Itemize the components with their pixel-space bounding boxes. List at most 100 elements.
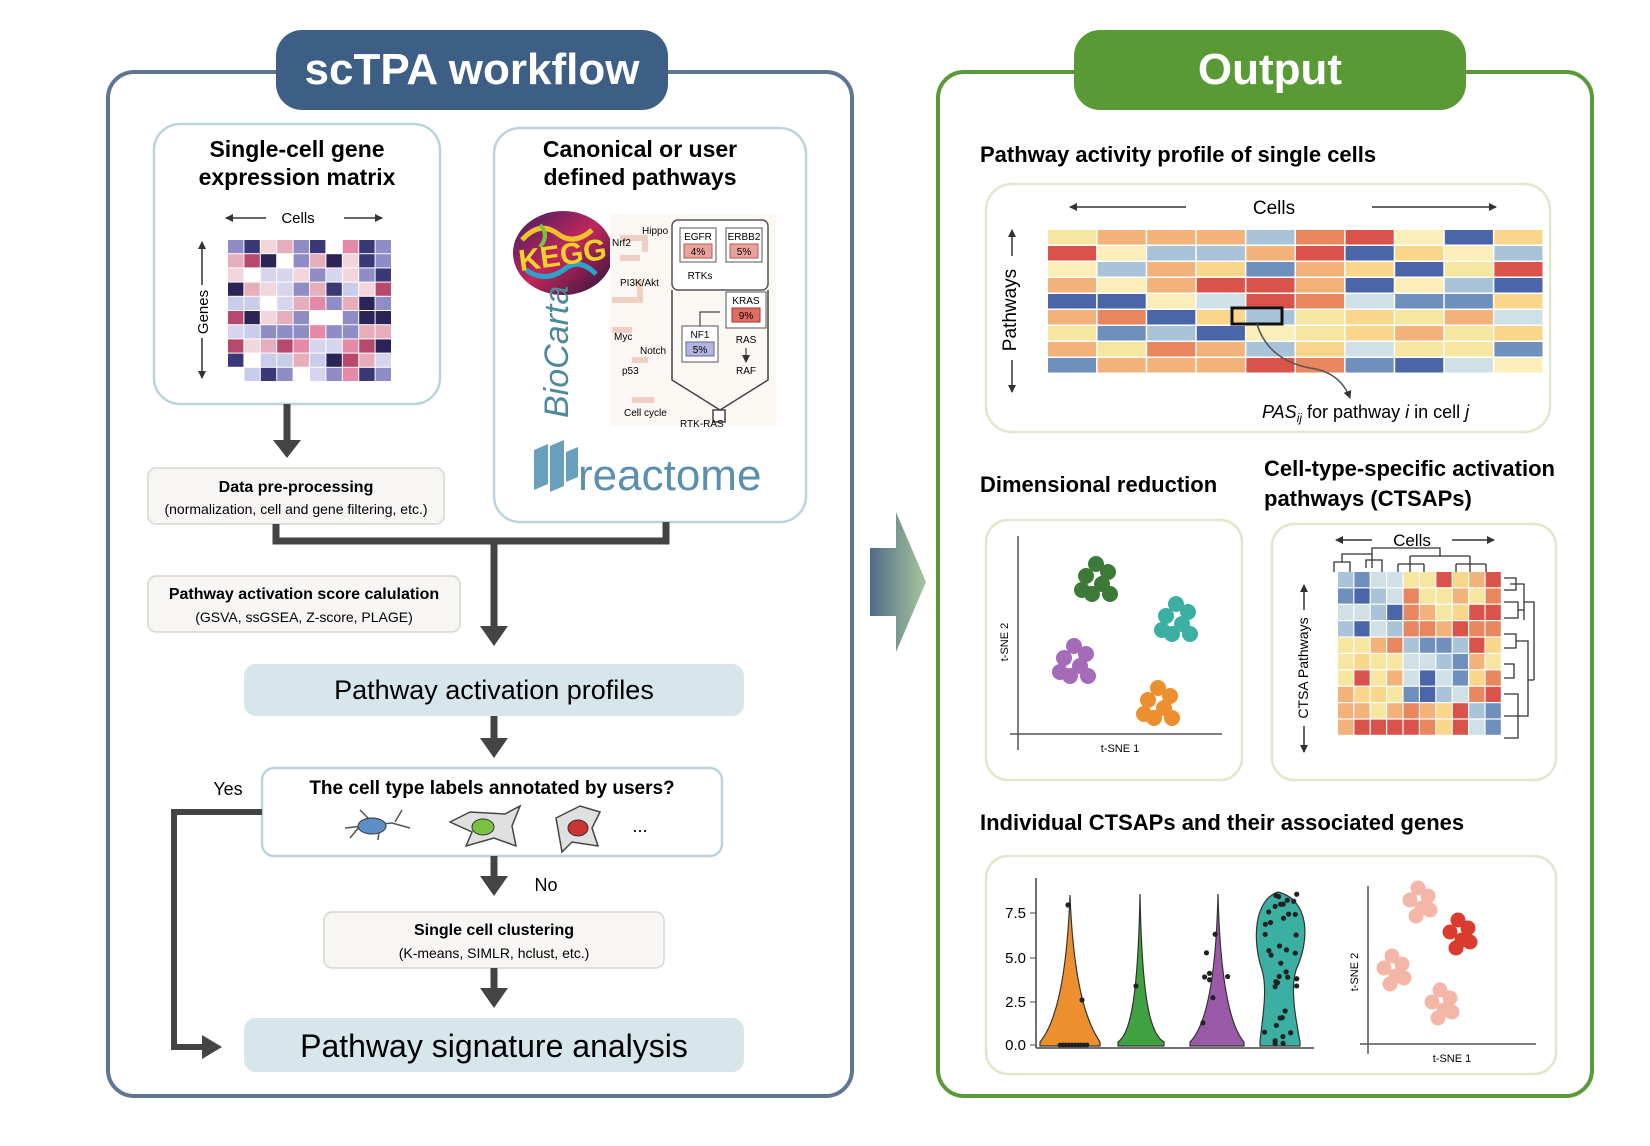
matrix-cell (244, 311, 260, 325)
matrix-cell (375, 353, 391, 367)
heatmap-cell (1246, 294, 1295, 309)
heatmap-cell (1196, 342, 1245, 357)
map-label-nrf2: Nrf2 (612, 238, 631, 249)
matrix-cell (244, 296, 260, 310)
heatmap-cell (1147, 246, 1196, 261)
matrix-cell (342, 367, 359, 381)
tsne-dot-orange (1150, 680, 1166, 696)
heatmap-cell (1097, 358, 1146, 373)
heatmap-cell (1147, 342, 1196, 357)
matrix-cell (375, 367, 391, 381)
ctsap-heatmap-cell (1387, 637, 1403, 653)
ctsap-heatmap-cell (1469, 654, 1485, 670)
expression-matrix-heatmap (228, 240, 391, 381)
matrix-cell (326, 240, 342, 254)
heatmap-cell (1196, 310, 1245, 325)
heatmap-cell (1097, 326, 1146, 341)
individual-heading: Individual CTSAPs and their associated g… (980, 810, 1464, 835)
heatmap-cell (1147, 310, 1196, 325)
violin-ytick-0-0: 0.0 (1005, 1037, 1026, 1054)
heatmap-cell (1444, 278, 1493, 293)
heatmap-cell (1345, 246, 1394, 261)
tsne2-dot-red (1450, 912, 1466, 928)
matrix-cell (359, 254, 375, 268)
matrix-cell (310, 282, 326, 296)
heatmap-cell (1048, 278, 1097, 293)
ctsap-heatmap-cell (1452, 686, 1468, 702)
matrix-cell (293, 296, 309, 310)
matrix-cell (260, 254, 277, 268)
ctsap-heatmap-cell (1370, 637, 1386, 653)
yes-path (171, 809, 262, 1050)
ctsap-heatmap-cell (1370, 572, 1386, 588)
ctsap-heatmap-cell (1370, 654, 1386, 670)
matrix-cell (277, 311, 293, 325)
violin-point (1212, 931, 1218, 937)
ctsap-heatmap-cell (1403, 686, 1419, 702)
matrix-cell (228, 311, 244, 325)
node-egfr-pct: 4% (691, 247, 706, 258)
ctsap-heatmap-cell (1354, 654, 1370, 670)
ctsap-heatmap-cell (1485, 621, 1501, 637)
heatmap-cell (1296, 358, 1345, 373)
ctsap-heatmap-cell (1370, 604, 1386, 620)
matrix-cell (244, 240, 260, 254)
matrix-cell (310, 240, 326, 254)
violin-point (1266, 909, 1272, 915)
heatmap-cell (1246, 262, 1295, 277)
violin-point (1276, 943, 1283, 949)
heatmap-cell (1048, 262, 1097, 277)
clustering-title: Single cell clustering (414, 922, 574, 939)
ctsap-heatmap-cell (1338, 604, 1354, 620)
heatmap-cell (1246, 310, 1295, 325)
heatmap-cell (1345, 262, 1394, 277)
ctsap-heatmap-cell (1436, 703, 1452, 719)
heatmap-cell (1444, 310, 1493, 325)
ctsap-heatmap-cell (1387, 572, 1403, 588)
matrix-cell (293, 268, 309, 282)
tsne-xlabel: t-SNE 1 (1101, 743, 1140, 755)
tsne-dot-teal (1158, 608, 1174, 624)
signature-label: Pathway signature analysis (300, 1028, 688, 1064)
ctsap-heatmap-cell (1403, 572, 1419, 588)
ctsap-heatmap-cell (1485, 572, 1501, 588)
profile-heading: Pathway activity profile of single cells (980, 142, 1376, 167)
node-nf1: NF1 (691, 330, 710, 341)
ctsap-heatmap-cell (1485, 654, 1501, 670)
violin-point (1280, 1033, 1286, 1040)
ctsap-tsne-plot: t-SNE 2 t-SNE 1 (1349, 880, 1536, 1065)
matrix-cell (310, 353, 326, 367)
heatmap-cell (1345, 358, 1394, 373)
heatmap-cell (1494, 358, 1543, 373)
violin-point (1284, 897, 1290, 903)
tsne-dot-teal (1180, 604, 1196, 620)
tsne2-dot-red (1462, 934, 1478, 950)
ctsap-heatmap-cell (1338, 588, 1354, 604)
tsne-dot-green (1074, 582, 1090, 598)
map-label-ras: RAS (736, 335, 757, 346)
violin-point (1272, 903, 1278, 909)
heatmap-cell (1395, 246, 1444, 261)
pas-annotation: PASij for pathway i in cell j (1262, 402, 1470, 425)
preprocess-subtitle: (normalization, cell and gene filtering,… (164, 501, 427, 517)
matrix-cell (244, 353, 260, 367)
ctsap-heatmap-cell (1485, 670, 1501, 686)
matrix-cell (326, 325, 342, 339)
ctsap-heatmap-cell (1354, 670, 1370, 686)
ctsap-heatmap-cell (1354, 588, 1370, 604)
ctsap-heatmap-cell (1436, 654, 1452, 670)
ctsap-heatmap-cell (1485, 588, 1501, 604)
heatmap-cell (1048, 230, 1097, 245)
matrix-cell (342, 296, 359, 310)
node-nf1-pct: 5% (693, 345, 708, 356)
tsne-dot-green (1078, 568, 1094, 584)
arrow-profiles-question-head (480, 738, 508, 758)
ctsap-heatmap-cell (1370, 670, 1386, 686)
pathways-title-2: defined pathways (544, 164, 737, 190)
heatmap-cell (1296, 326, 1345, 341)
tsne2-dot-light (1394, 956, 1410, 972)
ctsap-heatmap-cell (1469, 621, 1485, 637)
tsne-dot-teal (1168, 596, 1184, 612)
violin-point (1294, 891, 1300, 897)
heatmap-cell (1296, 278, 1345, 293)
